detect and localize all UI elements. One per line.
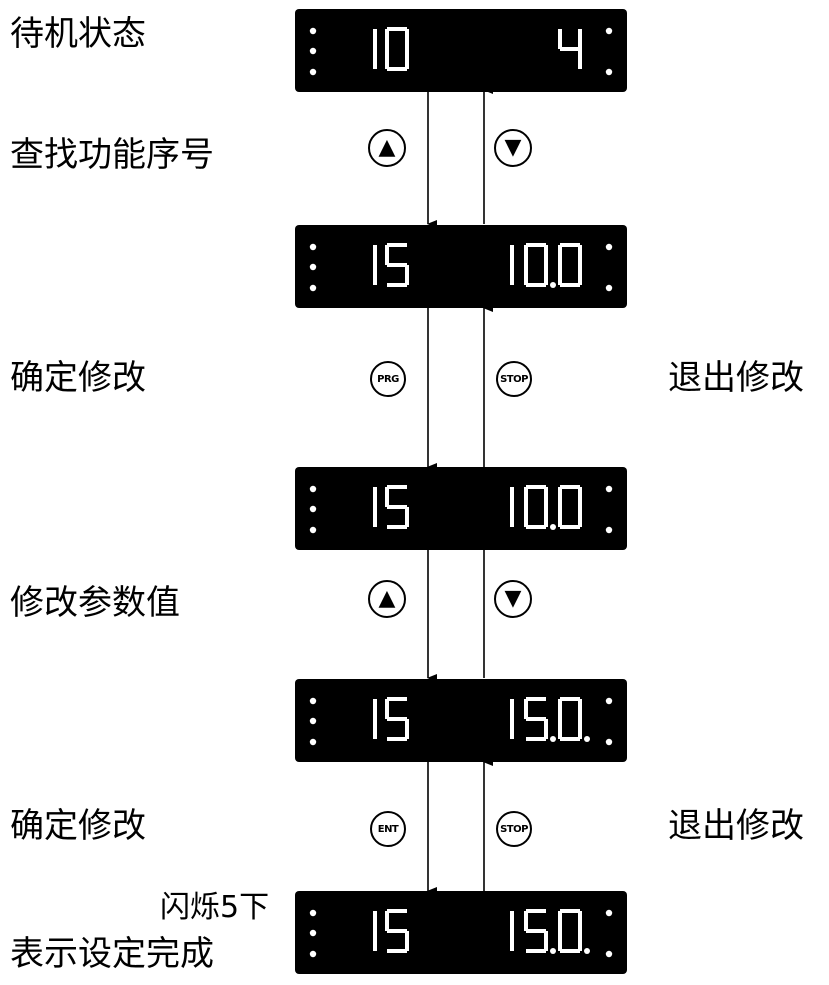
stop-key-button-2[interactable]: STOP	[496, 811, 532, 847]
decimal-point	[550, 948, 556, 954]
up-key-button-2[interactable]: ▲	[368, 580, 406, 618]
decimal-point	[584, 736, 590, 742]
label-confirm-modify-1: 确定修改	[10, 358, 146, 398]
indicator-dot	[605, 68, 613, 76]
indicator-dot	[605, 27, 613, 35]
indicator-dot	[605, 950, 613, 958]
indicator-dot	[605, 526, 613, 534]
label-confirm-modify-2: 确定修改	[10, 806, 146, 846]
display-function-number	[295, 225, 627, 308]
decimal-point	[550, 736, 556, 742]
prg-key-button[interactable]: PRG	[370, 361, 406, 397]
indicator-dot	[605, 738, 613, 746]
label-modify-value: 修改参数值	[10, 583, 180, 623]
stop-key-button[interactable]: STOP	[496, 361, 532, 397]
indicator-dot	[309, 505, 317, 513]
indicator-dot	[309, 485, 317, 493]
decimal-point	[584, 948, 590, 954]
display-modify	[295, 467, 627, 550]
indicator-dot	[309, 243, 317, 251]
indicator-dot	[309, 284, 317, 292]
indicator-dot	[605, 697, 613, 705]
indicator-dot	[309, 263, 317, 271]
indicator-dot	[605, 485, 613, 493]
indicator-dot	[605, 909, 613, 917]
indicator-dot	[605, 284, 613, 292]
indicator-dot	[309, 47, 317, 55]
indicator-dot	[309, 68, 317, 76]
down-key-button[interactable]: ▼	[494, 129, 532, 167]
display-modified-value	[295, 679, 627, 762]
indicator-dot	[309, 717, 317, 725]
label-setting-done: 表示设定完成	[10, 934, 214, 974]
indicator-dot	[309, 697, 317, 705]
down-key-button-2[interactable]: ▼	[494, 580, 532, 618]
label-find-function: 查找功能序号	[10, 135, 214, 175]
up-key-button[interactable]: ▲	[368, 129, 406, 167]
label-exit-modify-2: 退出修改	[668, 806, 804, 846]
label-standby: 待机状态	[10, 14, 146, 54]
indicator-dot	[309, 950, 317, 958]
decimal-point	[550, 524, 556, 530]
label-blink: 闪烁5下	[160, 890, 270, 925]
display-setting-done	[295, 891, 627, 974]
indicator-dot	[309, 738, 317, 746]
indicator-dot	[309, 526, 317, 534]
indicator-dot	[309, 909, 317, 917]
indicator-dot	[309, 27, 317, 35]
indicator-dot	[605, 243, 613, 251]
label-exit-modify-1: 退出修改	[668, 358, 804, 398]
display-standby	[295, 9, 627, 92]
decimal-point	[550, 282, 556, 288]
indicator-dot	[309, 929, 317, 937]
ent-key-button[interactable]: ENT	[370, 811, 406, 847]
